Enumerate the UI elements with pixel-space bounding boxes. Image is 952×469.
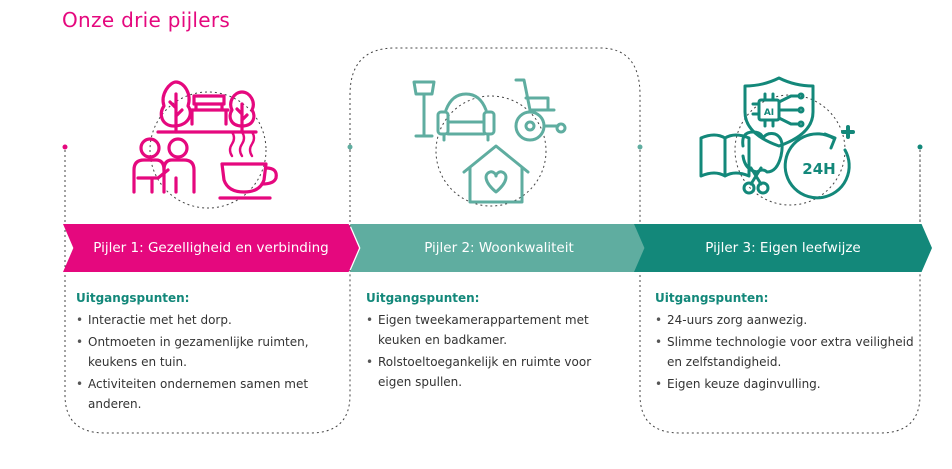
pillar-1-principles: Uitgangspunten: Interactie met het dorp.… bbox=[76, 288, 338, 416]
pillar-2-principles: Uitgangspunten: Eigen tweekamerapparteme… bbox=[366, 288, 628, 394]
list-item: Slimme technologie voor extra veiligheid… bbox=[655, 332, 920, 372]
list-item: Rolstoeltoegankelijk en ruimte voor eige… bbox=[366, 352, 628, 392]
pillar-3-principles: Uitgangspunten: 24-uurs zorg aanwezig. S… bbox=[655, 288, 920, 396]
list-item: Eigen tweekamerappartement met keuken en… bbox=[366, 310, 628, 350]
connector-dot bbox=[347, 144, 353, 150]
principles-heading: Uitgangspunten: bbox=[366, 291, 480, 305]
trees-bench-icon bbox=[132, 80, 278, 200]
connector-dot bbox=[62, 144, 68, 150]
home-interior-icons bbox=[412, 78, 567, 204]
principles-heading: Uitgangspunten: bbox=[76, 291, 190, 305]
ai-chip-label: AI bbox=[764, 108, 774, 118]
24h-clock-label: 24H bbox=[802, 160, 835, 178]
list-item: Activiteiten ondernemen samen met andere… bbox=[76, 374, 338, 414]
principles-heading: Uitgangspunten: bbox=[655, 291, 769, 305]
page-title: Onze drie pijlers bbox=[62, 8, 231, 32]
connector-dot bbox=[637, 144, 643, 150]
list-item: 24-uurs zorg aanwezig. bbox=[655, 310, 920, 330]
list-item: Ontmoeten in gezamenlijke ruimten, keuke… bbox=[76, 332, 338, 372]
connector-dot bbox=[917, 144, 923, 150]
list-item: Interactie met het dorp. bbox=[76, 310, 338, 330]
pillar-2-banner: Pijler 2: Woonkwaliteit bbox=[350, 224, 648, 272]
pillar-1-banner: Pijler 1: Gezelligheid en verbinding bbox=[63, 224, 359, 272]
list-item: Eigen keuze daginvulling. bbox=[655, 374, 920, 394]
pillar-1-title: Pijler 1: Gezelligheid en verbinding bbox=[93, 240, 329, 256]
pillar-3-title: Pijler 3: Eigen leefwijze bbox=[705, 240, 861, 256]
pillar-2-title: Pijler 2: Woonkwaliteit bbox=[424, 240, 574, 256]
technology-care-icons: AI 24H bbox=[699, 76, 855, 200]
pillar-3-banner: Pijler 3: Eigen leefwijze bbox=[634, 224, 932, 272]
